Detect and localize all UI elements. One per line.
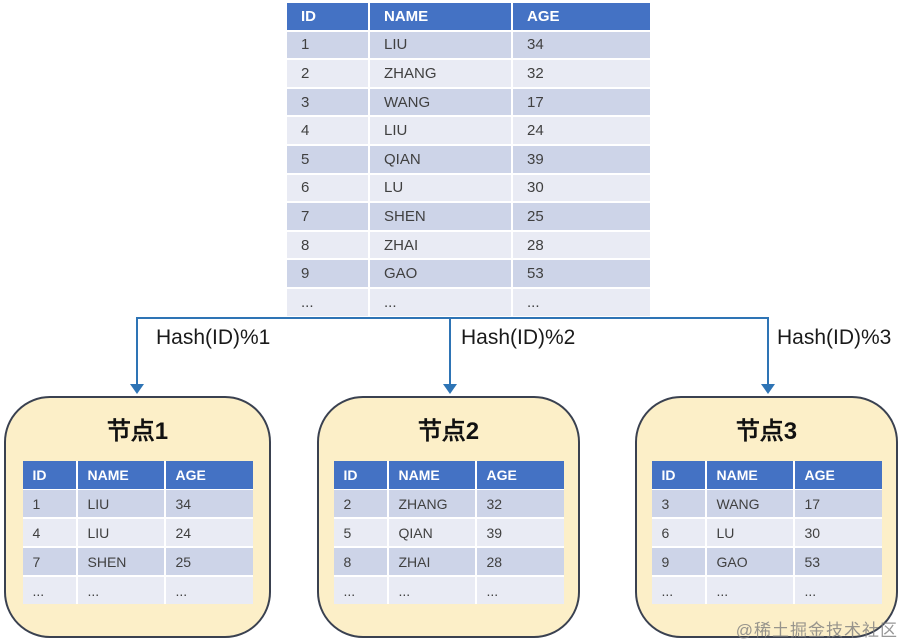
- table-cell: 5: [287, 145, 368, 173]
- arrow-down-icon: [443, 384, 457, 394]
- table-cell: LIU: [77, 519, 164, 546]
- hash-label-1: Hash(ID)%1: [156, 326, 271, 349]
- table-cell: ...: [22, 577, 76, 604]
- table-cell: GAO: [706, 548, 793, 575]
- table-cell: WANG: [706, 490, 793, 517]
- node-title: 节点3: [735, 418, 798, 445]
- table-cell: 9: [651, 548, 705, 575]
- header-cell: ID: [287, 3, 368, 30]
- table-cell: 32: [476, 490, 564, 517]
- table-cell: 28: [476, 548, 564, 575]
- table-cell: LIU: [370, 31, 511, 59]
- header-cell: ID: [651, 461, 705, 489]
- table-cell: LU: [706, 519, 793, 546]
- table-cell: ...: [370, 288, 511, 316]
- watermark: @稀土掘金技术社区: [735, 621, 898, 640]
- table-cell: ...: [706, 577, 793, 604]
- table-cell: ZHANG: [388, 490, 475, 517]
- table-cell: ...: [165, 577, 253, 604]
- table-cell: ...: [794, 577, 882, 604]
- table-cell: 3: [287, 88, 368, 116]
- header-cell: ID: [22, 461, 76, 489]
- table-cell: 53: [794, 548, 882, 575]
- table-cell: 39: [513, 145, 650, 173]
- table-cell: ...: [77, 577, 164, 604]
- table-cell: 6: [287, 174, 368, 202]
- table-cell: 32: [513, 60, 650, 87]
- table-cell: 30: [513, 174, 650, 202]
- table-cell: 25: [165, 548, 253, 575]
- table-cell: ...: [476, 577, 564, 604]
- table-cell: 2: [287, 60, 368, 87]
- header-cell: AGE: [794, 461, 882, 489]
- table-cell: 24: [165, 519, 253, 546]
- table-cell: 8: [333, 548, 387, 575]
- hash-label-2: Hash(ID)%2: [461, 326, 576, 349]
- table-cell: 8: [287, 231, 368, 259]
- table-cell: LU: [370, 174, 511, 202]
- table-cell: LIU: [77, 490, 164, 517]
- header-cell: NAME: [370, 3, 511, 30]
- hash-label-3: Hash(ID)%3: [777, 326, 892, 349]
- table-cell: 3: [651, 490, 705, 517]
- table-cell: 4: [287, 117, 368, 144]
- table-cell: GAO: [370, 260, 511, 287]
- table-cell: ...: [287, 288, 368, 316]
- arrow-down-icon: [130, 384, 144, 394]
- header-cell: AGE: [476, 461, 564, 489]
- table-cell: 25: [513, 203, 650, 230]
- table-cell: WANG: [370, 88, 511, 116]
- table-cell: ...: [513, 288, 650, 316]
- table-cell: 7: [22, 548, 76, 575]
- table-cell: ...: [651, 577, 705, 604]
- header-cell: AGE: [165, 461, 253, 489]
- node-title: 节点2: [417, 418, 480, 445]
- header-cell: NAME: [706, 461, 793, 489]
- table-cell: 6: [651, 519, 705, 546]
- table-cell: 17: [513, 88, 650, 116]
- table-cell: 4: [22, 519, 76, 546]
- connector-vertical-line-2: [449, 317, 451, 385]
- header-cell: AGE: [513, 3, 650, 30]
- table-cell: 39: [476, 519, 564, 546]
- table-cell: 28: [513, 231, 650, 259]
- table-cell: 34: [165, 490, 253, 517]
- table-cell: ZHANG: [370, 60, 511, 87]
- connector-horizontal-line: [136, 317, 769, 319]
- table-cell: 1: [22, 490, 76, 517]
- header-cell: NAME: [77, 461, 164, 489]
- table-cell: 17: [794, 490, 882, 517]
- table-cell: ...: [333, 577, 387, 604]
- table-cell: QIAN: [388, 519, 475, 546]
- table-cell: 2: [333, 490, 387, 517]
- table-cell: SHEN: [370, 203, 511, 230]
- table-cell: 24: [513, 117, 650, 144]
- arrow-down-icon: [761, 384, 775, 394]
- table-cell: ZHAI: [388, 548, 475, 575]
- table-cell: SHEN: [77, 548, 164, 575]
- table-cell: 34: [513, 31, 650, 59]
- table-cell: 5: [333, 519, 387, 546]
- table-cell: 9: [287, 260, 368, 287]
- table-cell: 7: [287, 203, 368, 230]
- table-cell: 30: [794, 519, 882, 546]
- node-title: 节点1: [106, 418, 169, 445]
- connector-vertical-line-3: [767, 317, 769, 385]
- header-cell: NAME: [388, 461, 475, 489]
- table-cell: 53: [513, 260, 650, 287]
- table-cell: LIU: [370, 117, 511, 144]
- table-cell: ...: [388, 577, 475, 604]
- table-cell: 1: [287, 31, 368, 59]
- connector-vertical-line-1: [136, 317, 138, 385]
- table-cell: QIAN: [370, 145, 511, 173]
- header-cell: ID: [333, 461, 387, 489]
- table-cell: ZHAI: [370, 231, 511, 259]
